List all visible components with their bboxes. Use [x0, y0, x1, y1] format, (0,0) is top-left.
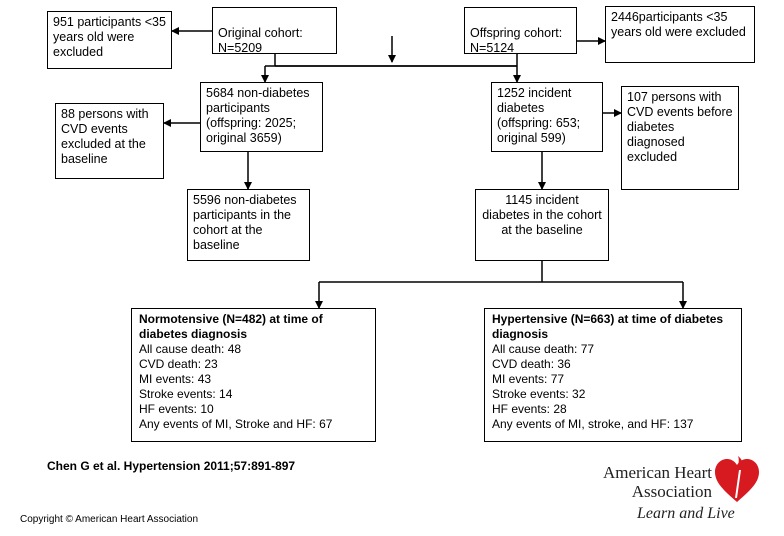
- offspring-cohort-text: Offspring cohort: N=5124: [470, 26, 563, 55]
- original-cohort-text: Original cohort: N=5209: [218, 26, 303, 55]
- cvd-before-diabetes-text: 107 persons with CVD events before diabe…: [627, 90, 733, 164]
- excluded-under35-offspring-box: 2446participants <35 years old were excl…: [605, 6, 755, 63]
- excluded-under35-original-text: 951 participants <35 years old were excl…: [53, 15, 166, 59]
- normotensive-line: CVD death: 23: [139, 357, 218, 371]
- normotensive-title: Normotensive (N=482) at time of diabetes…: [139, 312, 323, 341]
- hypertensive-line: Any events of MI, stroke, and HF: 137: [492, 417, 694, 431]
- normotensive-line: HF events: 10: [139, 402, 214, 416]
- normotensive-line: MI events: 43: [139, 372, 212, 386]
- cvd-excluded-baseline-text: 88 persons with CVD events excluded at t…: [61, 107, 149, 166]
- hypertensive-line: Stroke events: 32: [492, 387, 586, 401]
- citation: Chen G et al. Hypertension 2011;57:891-8…: [47, 459, 296, 473]
- aha-tagline: Learn and Live: [637, 505, 735, 522]
- heart-torch-icon: [715, 456, 759, 502]
- incident-diabetes-box: 1252 incident diabetes (offspring: 653; …: [491, 82, 603, 152]
- cvd-before-diabetes-box: 107 persons with CVD events before diabe…: [621, 86, 739, 190]
- normotensive-line: Stroke events: 14: [139, 387, 233, 401]
- non-diabetes-participants-text: 5684 non-diabetes participants (offsprin…: [206, 86, 310, 145]
- normotensive-line: All cause death: 48: [139, 342, 242, 356]
- copyright-notice: Copyright © American Heart Association: [20, 514, 199, 525]
- normotensive-box: Normotensive (N=482) at time of diabetes…: [131, 308, 376, 442]
- aha-logo-line1: American Heart: [602, 463, 712, 482]
- non-diabetes-baseline-box: 5596 non-diabetes participants in the co…: [187, 189, 310, 261]
- hypertensive-line: HF events: 28: [492, 402, 567, 416]
- normotensive-line: Any events of MI, Stroke and HF: 67: [139, 417, 333, 431]
- aha-logo-text: American Heart Association: [603, 463, 712, 501]
- hypertensive-line: MI events: 77: [492, 372, 565, 386]
- non-diabetes-baseline-text: 5596 non-diabetes participants in the co…: [193, 193, 297, 252]
- hypertensive-line: CVD death: 36: [492, 357, 571, 371]
- cvd-excluded-baseline-box: 88 persons with CVD events excluded at t…: [55, 103, 164, 179]
- incident-diabetes-baseline-text: 1145 incident diabetes in the cohort at …: [482, 193, 602, 237]
- hypertensive-title: Hypertensive (N=663) at time of diabetes…: [492, 312, 724, 341]
- offspring-cohort-box: Offspring cohort: N=5124: [464, 7, 577, 55]
- aha-logo-line2: Association: [631, 482, 712, 501]
- incident-diabetes-text: 1252 incident diabetes (offspring: 653; …: [497, 86, 581, 145]
- incident-diabetes-baseline-box: 1145 incident diabetes in the cohort at …: [475, 189, 609, 261]
- hypertensive-line: All cause death: 77: [492, 342, 595, 356]
- hypertensive-box: Hypertensive (N=663) at time of diabetes…: [484, 308, 742, 442]
- excluded-under35-offspring-text: 2446participants <35 years old were excl…: [611, 10, 746, 39]
- original-cohort-box: Original cohort: N=5209: [212, 7, 337, 55]
- excluded-under35-original-box: 951 participants <35 years old were excl…: [47, 11, 172, 69]
- non-diabetes-participants-box: 5684 non-diabetes participants (offsprin…: [200, 82, 323, 152]
